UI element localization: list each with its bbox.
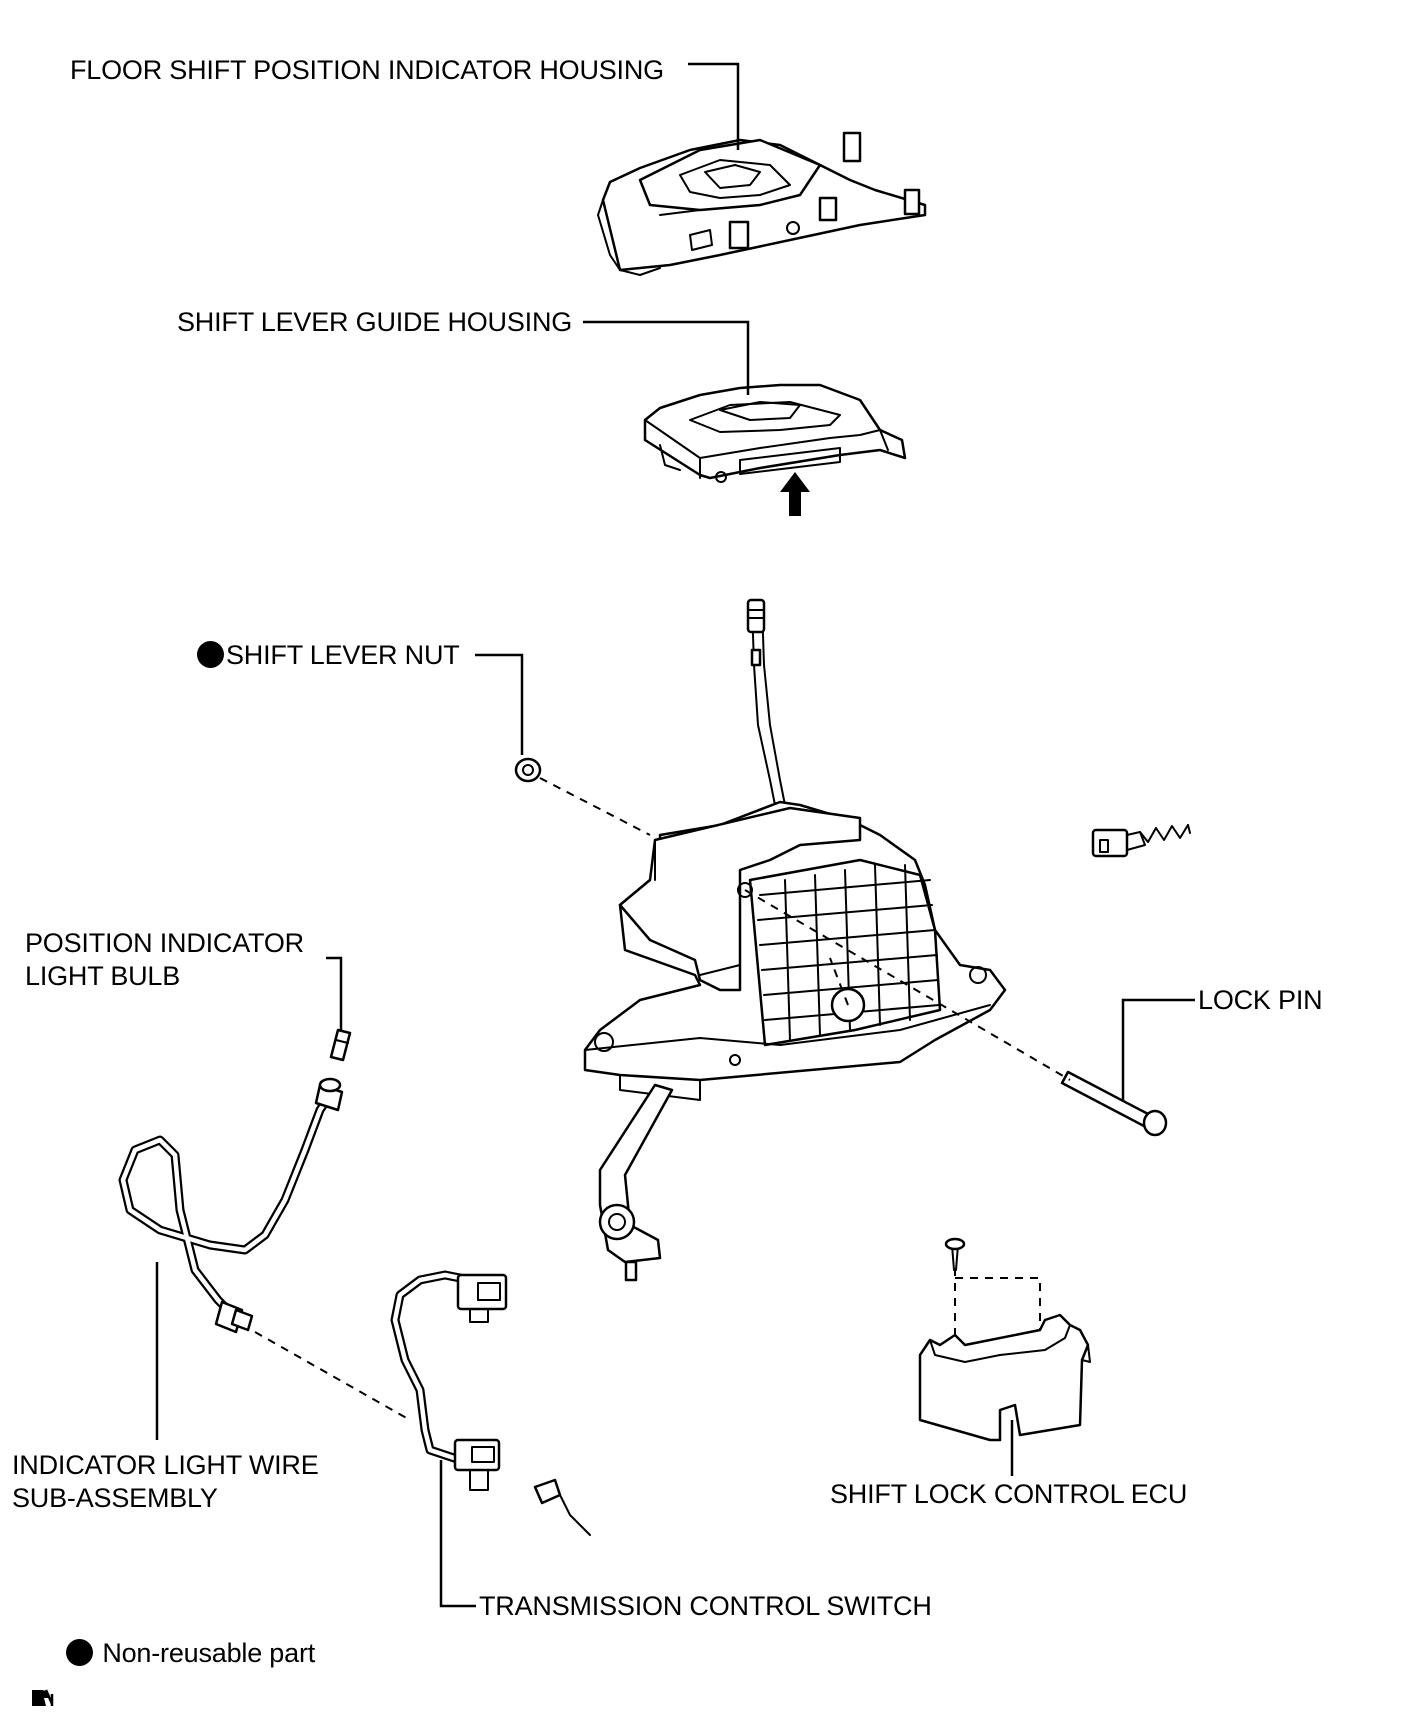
installation-guide-lines bbox=[254, 777, 1071, 1421]
label-bulb-line1: POSITION INDICATOR bbox=[25, 928, 304, 958]
transmission-switch-drawing bbox=[390, 1270, 591, 1536]
legend: Non-reusable part bbox=[66, 1637, 315, 1670]
shift-lever-guide-housing-drawing bbox=[643, 383, 907, 483]
label-guide-housing: SHIFT LEVER GUIDE HOUSING bbox=[177, 307, 573, 337]
light-bulb-drawing bbox=[329, 1028, 352, 1062]
label-shift-lever-nut: SHIFT LEVER NUT bbox=[197, 639, 460, 672]
label-transmission-switch: TRANSMISSION CONTROL SWITCH bbox=[479, 1591, 932, 1621]
label-floor-shift-housing: FLOOR SHIFT POSITION INDICATOR HOUSING bbox=[70, 55, 664, 85]
lock-pin-drawing bbox=[1060, 1070, 1168, 1137]
shift-lever-assembly-drawing bbox=[583, 598, 1007, 1282]
label-bulb-line2: LIGHT BULB bbox=[25, 961, 181, 991]
shift-lever-nut-text: SHIFT LEVER NUT bbox=[226, 640, 460, 670]
shift-lock-ecu-drawing bbox=[918, 1237, 1091, 1442]
label-leader-lines bbox=[155, 62, 1195, 1608]
label-wire-line2: SUB-ASSEMBLY bbox=[12, 1483, 218, 1513]
indicator-wire-drawing bbox=[118, 1077, 344, 1334]
up-arrow-icon bbox=[780, 472, 810, 516]
legend-marker-icon bbox=[66, 1639, 93, 1666]
label-wire-line1: INDICATOR LIGHT WIRE bbox=[12, 1450, 319, 1480]
legend-text: Non-reusable part bbox=[102, 1638, 316, 1668]
small-connector-drawing bbox=[1091, 824, 1191, 858]
non-reusable-marker-icon bbox=[197, 641, 224, 668]
label-lock-pin: LOCK PIN bbox=[1198, 985, 1323, 1015]
shift-lever-nut-drawing bbox=[514, 757, 542, 783]
logo-glyph-icon bbox=[32, 1689, 54, 1706]
floor-shift-indicator-housing-drawing bbox=[597, 131, 927, 276]
label-shift-lock-ecu: SHIFT LOCK CONTROL ECU bbox=[830, 1479, 1188, 1509]
